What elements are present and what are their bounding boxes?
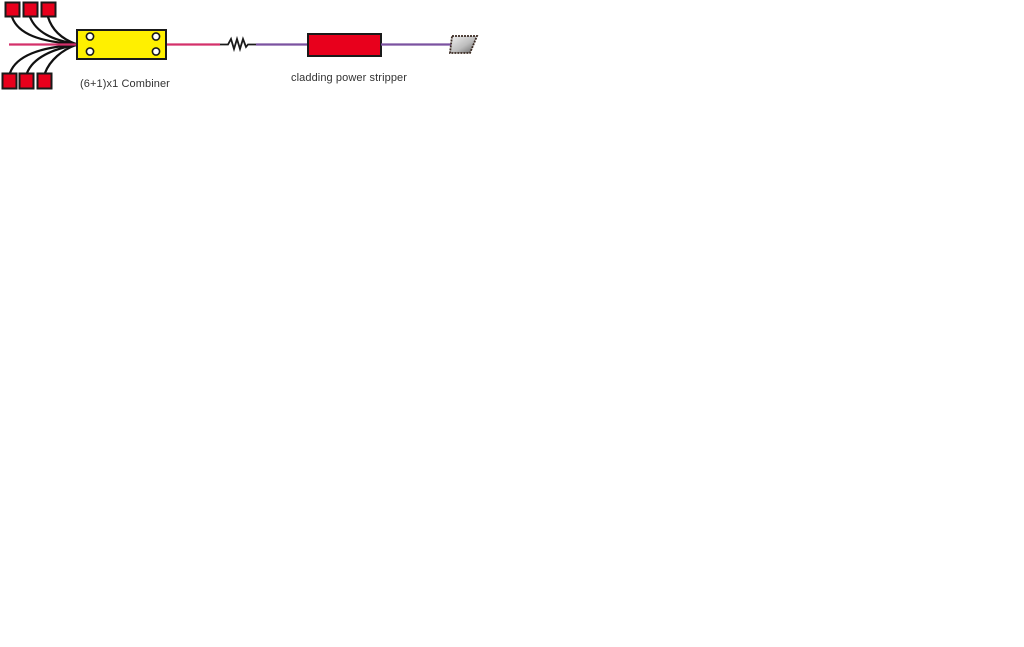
- pump-diode-icon: [22, 1, 39, 18]
- endcap-icon: [448, 35, 479, 54]
- pump-fiber-top-1: [10, 16, 77, 46]
- pump-fiber-top-3: [46, 16, 77, 46]
- pump-fibers-bottom: [8, 43, 77, 74]
- combiner: [76, 29, 167, 60]
- pump-diodes-top: [4, 1, 57, 18]
- pump-diodes-bottom: [1, 72, 53, 90]
- combiner-screw-icon: [151, 32, 161, 41]
- pump-diode-icon: [4, 1, 21, 18]
- pump-fiber-top-2: [28, 16, 77, 46]
- pump-fiber-bottom-1: [8, 43, 77, 74]
- fiber-splice-icon: [220, 35, 256, 53]
- pump-fiber-bottom-2: [25, 43, 77, 74]
- pump-diode-icon: [18, 72, 35, 90]
- pump-diode-icon: [40, 1, 57, 18]
- combiner-label: (6+1)x1 Combiner: [80, 78, 170, 90]
- combiner-screw-icon: [151, 47, 161, 56]
- pump-fiber-bottom-3: [43, 43, 77, 74]
- pump-fibers-top: [10, 16, 77, 46]
- cladding-power-stripper: [307, 33, 382, 57]
- combiner-screw-icon: [85, 47, 95, 56]
- pump-diode-icon: [36, 72, 53, 90]
- stripper-label: cladding power stripper: [291, 72, 408, 84]
- combiner-screw-icon: [85, 32, 95, 41]
- pump-diode-icon: [1, 72, 18, 90]
